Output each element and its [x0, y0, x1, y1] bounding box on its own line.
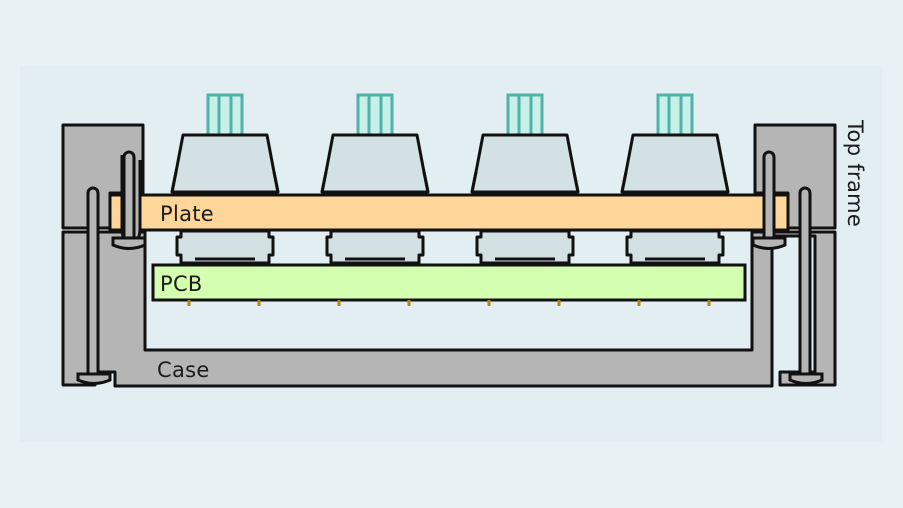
case-screw-right	[788, 186, 824, 385]
solder-pins	[187, 300, 711, 306]
switch-stem	[506, 93, 544, 139]
key-switch	[320, 93, 430, 265]
switch-top-housing	[170, 133, 280, 194]
top-frame-left	[61, 123, 145, 230]
plate-label: Plate	[160, 202, 214, 226]
key-switch	[470, 93, 580, 265]
switch-bottom-housing	[475, 229, 575, 265]
switch-bottom-housing	[325, 229, 425, 265]
switch-bottom-housing	[625, 229, 725, 265]
key-switch	[170, 93, 280, 265]
switch-top-housing	[320, 133, 430, 194]
plate	[108, 193, 790, 232]
pcb-label: PCB	[160, 272, 203, 296]
switch-stem	[656, 93, 694, 139]
switch-stem	[206, 93, 244, 139]
switch-top-housing	[470, 133, 580, 194]
switch-bottom-housing	[175, 229, 275, 265]
mount-screw-left	[111, 150, 147, 250]
case-label: Case	[157, 358, 210, 382]
switch-stem	[356, 93, 394, 139]
switch-top-housing	[620, 133, 730, 194]
pcb	[151, 263, 747, 302]
case-screw-left	[76, 186, 112, 385]
switches	[170, 93, 730, 265]
key-switch	[620, 93, 730, 265]
top-frame-label: Top frame	[843, 119, 867, 227]
mount-screw-right	[751, 150, 787, 250]
